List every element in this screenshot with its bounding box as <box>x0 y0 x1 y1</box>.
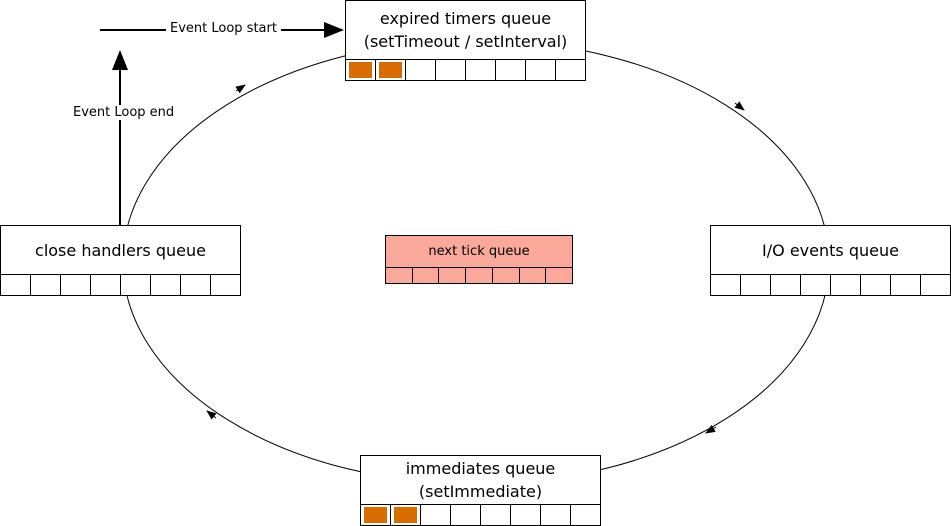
queue-slot-empty <box>386 268 413 283</box>
queue-slot-filled <box>361 505 391 525</box>
immediates-queue: immediates queue (setImmediate) <box>360 455 601 526</box>
queue-slot-filled <box>346 60 376 80</box>
queue-slots <box>1 274 240 295</box>
queue-slot-empty <box>496 60 526 80</box>
queue-slot-empty <box>891 275 921 295</box>
queue-slot-empty <box>831 275 861 295</box>
queue-slot-empty <box>921 275 950 295</box>
queue-slot-empty <box>541 505 571 525</box>
queue-title: I/O events queue <box>762 240 899 260</box>
queue-slot-empty <box>1 275 31 295</box>
expired-timers-queue: expired timers queue (setTimeout / setIn… <box>345 0 586 81</box>
queue-slot-filled <box>391 505 421 525</box>
queue-slot-empty <box>451 505 481 525</box>
queue-slot-empty <box>741 275 771 295</box>
queue-slot-empty <box>493 268 520 283</box>
queue-subtitle: (setImmediate) <box>418 482 543 501</box>
queue-slot-empty <box>526 60 556 80</box>
queue-slot-empty <box>771 275 801 295</box>
queue-subtitle: (setTimeout / setInterval) <box>363 32 568 51</box>
queue-slot-empty <box>520 268 547 283</box>
queue-slot-empty <box>436 60 466 80</box>
queue-slot-empty <box>91 275 121 295</box>
queue-slot-empty <box>121 275 151 295</box>
queue-slot-empty <box>546 268 572 283</box>
queue-slot-empty <box>481 505 511 525</box>
queue-slot-empty <box>511 505 541 525</box>
queue-slot-empty <box>439 268 467 283</box>
queue-title: immediates queue <box>405 459 556 478</box>
cycle-arrow-top-right <box>734 101 745 111</box>
queue-slot-empty <box>61 275 91 295</box>
cycle-arrow-top-left <box>235 84 246 94</box>
cycle-arrow-bottom-left <box>206 410 217 420</box>
queue-slot-empty <box>861 275 891 295</box>
queue-slot-empty <box>413 268 440 283</box>
queue-slot-empty <box>556 60 585 80</box>
queue-title: next tick queue <box>428 244 530 259</box>
queue-slots <box>386 267 572 283</box>
queue-slot-filled <box>376 60 406 80</box>
queue-slot-empty <box>211 275 240 295</box>
queue-slot-empty <box>31 275 61 295</box>
queue-slot-empty <box>466 268 493 283</box>
queue-slots <box>361 504 600 525</box>
queue-slots <box>346 59 585 80</box>
loop-start-label: Event Loop start <box>166 21 281 36</box>
queue-slot-empty <box>406 60 436 80</box>
io-events-queue: I/O events queue <box>710 225 951 296</box>
queue-slot-empty <box>711 275 741 295</box>
cycle-arrow-bottom-right <box>705 424 717 434</box>
queue-slot-empty <box>466 60 496 80</box>
queue-slot-empty <box>181 275 211 295</box>
next-tick-queue: next tick queue <box>385 235 573 284</box>
queue-slot-empty <box>421 505 451 525</box>
queue-slot-empty <box>571 505 600 525</box>
queue-slot-empty <box>151 275 181 295</box>
loop-end-label: Event Loop end <box>69 105 179 120</box>
queue-slot-empty <box>801 275 831 295</box>
queue-title: close handlers queue <box>35 240 206 260</box>
close-handlers-queue: close handlers queue <box>0 225 241 296</box>
queue-title: expired timers queue <box>379 9 552 28</box>
queue-slots <box>711 274 950 295</box>
